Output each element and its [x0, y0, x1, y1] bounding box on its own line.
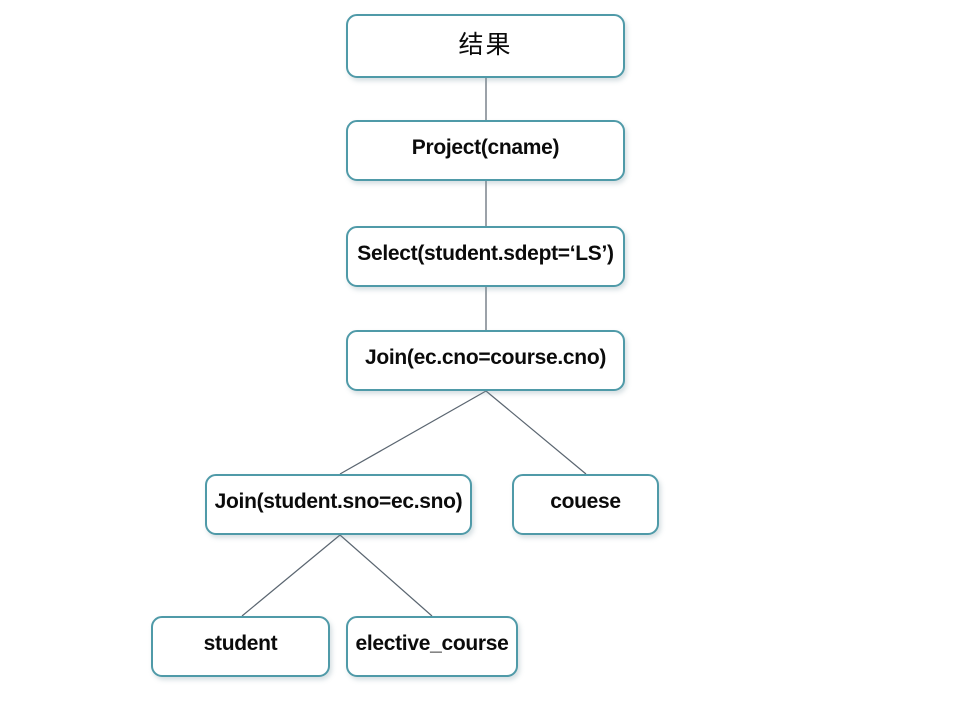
node-elective-course[interactable]: elective_course: [346, 616, 518, 677]
node-result[interactable]: 结果: [346, 14, 625, 78]
node-label-select: Select(student.sdept=‘LS’): [357, 242, 614, 265]
edge-join-sno-to-student: [241, 534, 341, 617]
node-label-join-sno: Join(student.sno=ec.sno): [214, 490, 463, 513]
node-label-elective-course: elective_course: [355, 632, 509, 655]
node-project[interactable]: Project(cname): [346, 120, 625, 181]
node-student[interactable]: student: [151, 616, 330, 677]
node-select[interactable]: Select(student.sdept=‘LS’): [346, 226, 625, 287]
edge-join-cno-to-couese: [485, 390, 587, 475]
node-label-result: 结果: [458, 29, 513, 59]
node-join-sno[interactable]: Join(student.sno=ec.sno): [205, 474, 472, 535]
edge-join-cno-to-join-sno: [339, 390, 487, 475]
node-join-cno[interactable]: Join(ec.cno=course.cno): [346, 330, 625, 391]
node-couese[interactable]: couese: [512, 474, 659, 535]
node-label-project: Project(cname): [411, 136, 560, 159]
node-label-couese: couese: [550, 490, 621, 513]
node-label-student: student: [203, 632, 278, 655]
node-label-join-cno: Join(ec.cno=course.cno): [364, 346, 607, 369]
edge-join-sno-to-elective-course: [339, 534, 433, 617]
